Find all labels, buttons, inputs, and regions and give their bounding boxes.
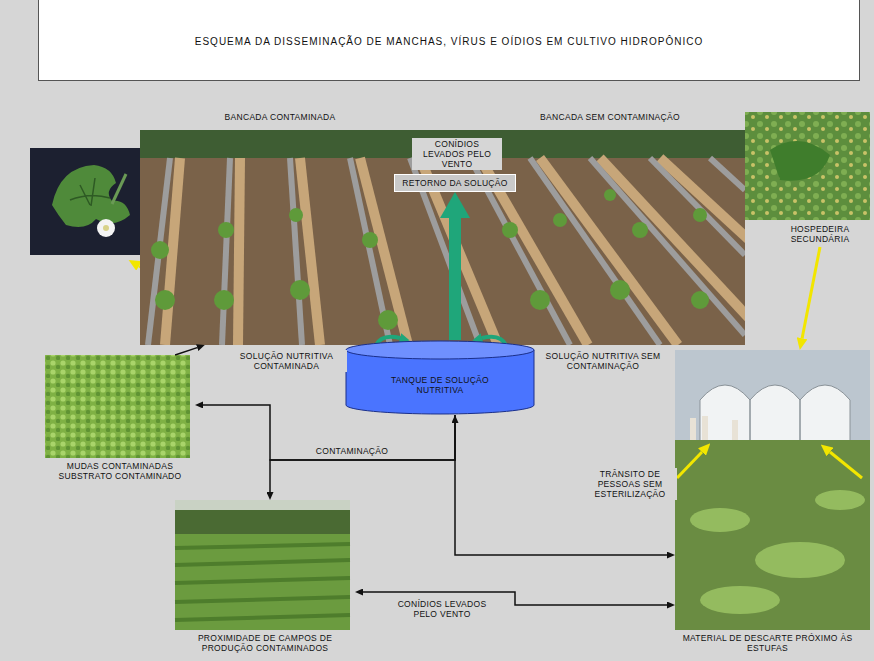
diagram-title: ESQUEMA DA DISSEMINAÇÃO DE MANCHAS, VÍRU… — [38, 36, 860, 47]
process-box: RETORNO DA SOLUÇÃO — [394, 174, 515, 192]
note-label: CONÍDIOS LEVADOS PELO VENTO — [412, 138, 502, 170]
photo-caption: HOSPEDEIRA SECUNDÁRIA — [773, 224, 867, 244]
flow-arrow — [175, 348, 197, 355]
note-label: TRÂNSITO DE PESSOAS SEM ESTERILIZAÇÃO — [583, 468, 677, 500]
tank-cylinder: TANQUE DE SOLUÇÃO NUTRITIVA — [345, 340, 535, 415]
photo-panel: MATERIAL DE DESCARTE PRÓXIMO ÀS ESTUFAS — [675, 350, 870, 658]
flow-arrow — [449, 218, 461, 340]
photo-panel: MUDAS CONTAMINADAS SUBSTRATO CONTAMINADO — [45, 355, 195, 483]
photo-panel: PROXIMIDADE DE CAMPOS DE PRODUÇÃO CONTAM… — [175, 500, 355, 658]
photo-caption: PROXIMIDADE DE CAMPOS DE PRODUÇÃO CONTAM… — [175, 633, 355, 653]
note-label: SOLUÇÃO NUTRITIVA SEM CONTAMINAÇÃO — [537, 350, 669, 372]
photo-caption: BANCADA SEM CONTAMINAÇÃO — [500, 112, 720, 122]
edge-label: CONTAMINAÇÃO — [305, 445, 399, 457]
flow-arrow — [270, 415, 455, 492]
photo-panel: HOSPEDEIRA SECUNDÁRIA — [745, 112, 870, 247]
flow-arrow — [802, 247, 820, 338]
node-text: RETORNO DA SOLUÇÃO — [402, 178, 507, 188]
edge-label: CONÍDIOS LEVADOS PELO VENTO — [395, 598, 489, 620]
photo-caption: MATERIAL DE DESCARTE PRÓXIMO ÀS ESTUFAS — [680, 633, 855, 653]
tank-label: TANQUE DE SOLUÇÃO NUTRITIVA — [385, 375, 495, 395]
note-label: SOLUÇÃO NUTRITIVA CONTAMINADA — [226, 350, 347, 372]
photo-caption: BANCADA CONTAMINADA — [180, 112, 380, 122]
photo-caption: MUDAS CONTAMINADAS SUBSTRATO CONTAMINADO — [45, 461, 195, 481]
